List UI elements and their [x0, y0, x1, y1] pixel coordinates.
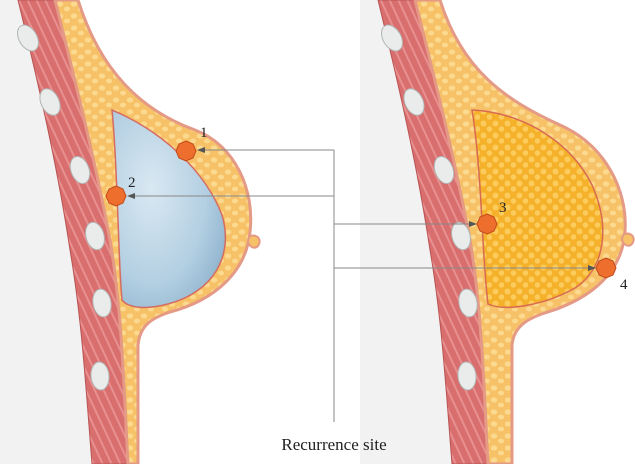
- site-label-1: 1: [200, 125, 208, 141]
- lesion-marker-3: [477, 214, 497, 234]
- site-label-3: 3: [499, 200, 507, 216]
- right-nipple: [622, 234, 634, 246]
- right-breast-gland-illustration: [360, 0, 634, 464]
- recurrence-site-caption: Recurrence site: [281, 435, 386, 454]
- left-nipple: [248, 236, 260, 248]
- lesion-marker-2: [106, 186, 126, 206]
- site-label-4: 4: [620, 277, 628, 293]
- left-breast-implant-illustration: [0, 0, 260, 464]
- site-label-2: 2: [128, 175, 136, 191]
- lesion-marker-4: [596, 258, 616, 278]
- lesion-marker-1: [176, 141, 196, 161]
